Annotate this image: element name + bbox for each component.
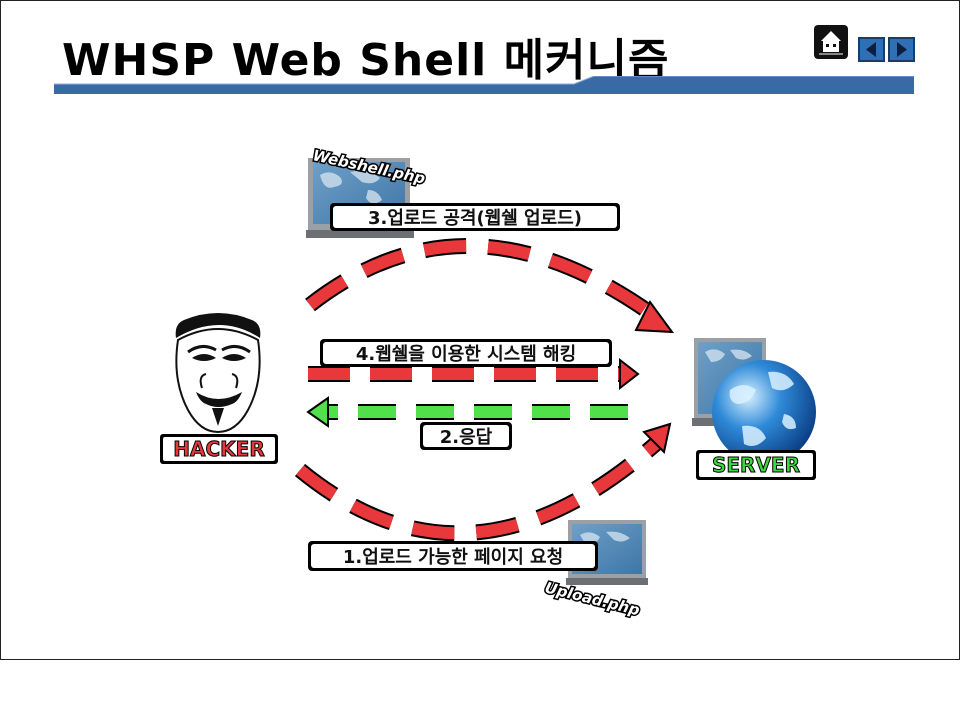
home-icon — [814, 25, 848, 59]
hacker-label: HACKER — [173, 437, 264, 461]
step4-label-box: 4.웹쉘을 이용한 시스템 해킹 — [320, 339, 612, 367]
hacker-mask-icon — [175, 313, 261, 434]
step2-label-box: 2.응답 — [420, 422, 512, 450]
upload-attack-arrow — [305, 238, 665, 327]
prev-button[interactable] — [858, 37, 885, 66]
prev-arrow-icon — [858, 37, 885, 62]
step3-label: 3.업로드 공격(웹쉘 업로드) — [368, 208, 582, 229]
server-badge: SERVER — [696, 450, 816, 480]
globe-icon — [712, 360, 816, 464]
next-button[interactable] — [888, 37, 915, 66]
server-label: SERVER — [712, 453, 800, 477]
hacker-badge: HACKER — [160, 434, 278, 464]
next-arrow-icon — [888, 37, 915, 62]
home-button[interactable] — [813, 24, 849, 64]
title-underline — [54, 76, 914, 94]
page-title: WHSP Web Shell 메커니즘 — [62, 35, 670, 86]
step1-label: 1.업로드 가능한 페이지 요청 — [343, 547, 563, 568]
step1-label-box: 1.업로드 가능한 페이지 요청 — [308, 541, 598, 571]
step3-label-box: 3.업로드 공격(웹쉘 업로드) — [330, 203, 620, 231]
request-arrowhead — [642, 422, 672, 455]
step2-label: 2.응답 — [440, 427, 493, 448]
upload-attack-arrowhead — [634, 300, 675, 334]
step4-label: 4.웹쉘을 이용한 시스템 해킹 — [356, 344, 576, 365]
